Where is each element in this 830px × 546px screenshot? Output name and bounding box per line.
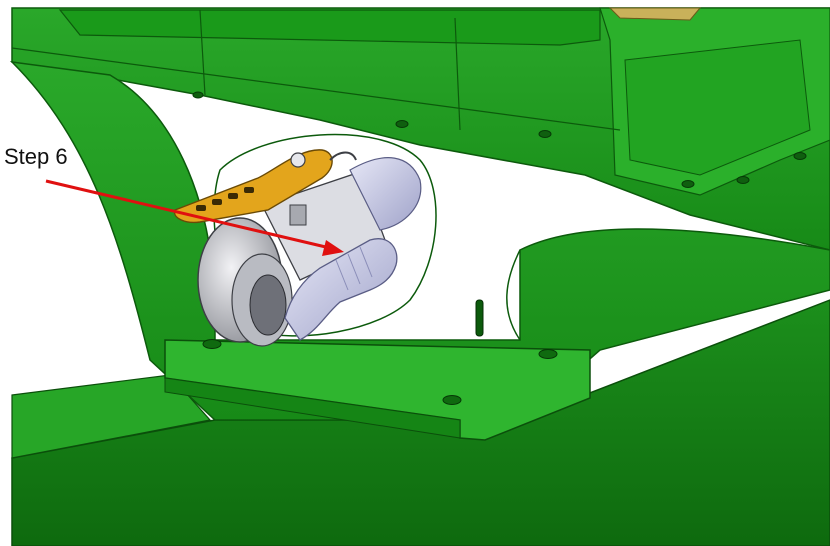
- valve-port: [249, 274, 287, 336]
- mount-bracket: [9, 60, 830, 421]
- bracket-slot: [475, 299, 484, 337]
- valve-clip: [329, 151, 357, 161]
- flange-edge: [164, 377, 461, 439]
- rear-rail-inner: [624, 39, 811, 176]
- valve-stem: [289, 204, 307, 226]
- barb-elbow-hose: [284, 238, 398, 341]
- callout-arrow: [45, 179, 344, 256]
- frame-edge: [199, 9, 206, 96]
- handle-markings: [196, 187, 254, 211]
- frame-edge: [454, 17, 461, 131]
- top-rail: [58, 9, 601, 46]
- top-detail: [608, 7, 702, 21]
- handle-nut: [290, 152, 306, 168]
- inlet-hose: [349, 157, 422, 231]
- frame-bolts: [192, 91, 807, 188]
- bracket-rib: [506, 249, 521, 341]
- flange-bolt-holes: [202, 339, 558, 405]
- frame-edge: [11, 47, 621, 131]
- lower-beam-top: [11, 374, 212, 459]
- step-callout-label: Step 6: [4, 144, 68, 169]
- ball-valve: [173, 149, 422, 347]
